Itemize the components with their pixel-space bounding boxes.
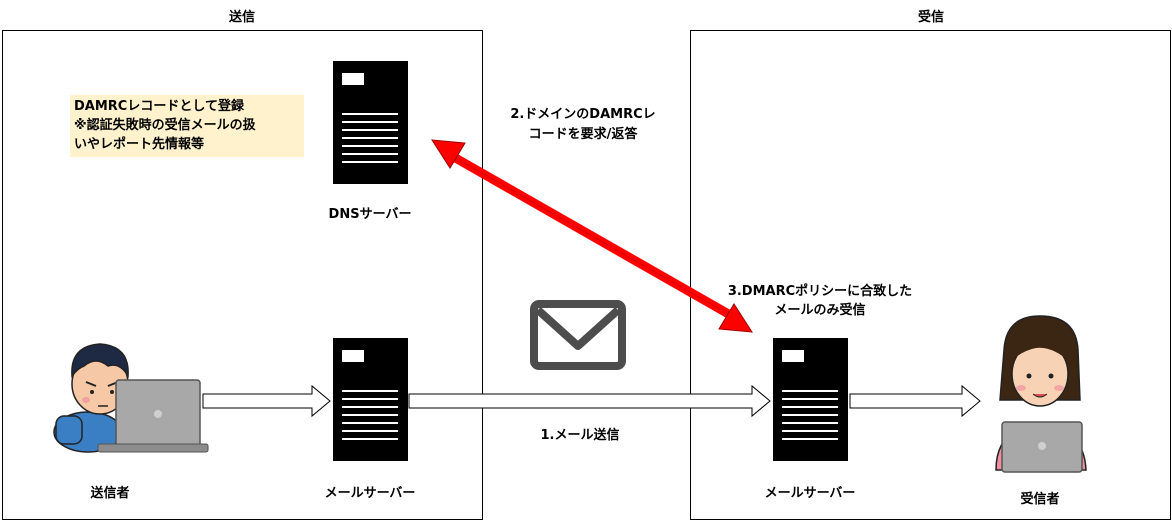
sender-mail-server-label: メールサーバー: [324, 486, 416, 501]
dns-query-label: 2.ドメインのDAMRCレ コードを要求/返答: [478, 105, 688, 145]
policy-receive-label: 3.DMARCポリシーに合致した メールのみ受信: [700, 282, 940, 320]
policy-receive-label-line-2: メールのみ受信: [774, 303, 866, 318]
send-zone-title: 送信: [228, 10, 255, 25]
arrow-mailserver-to-receiver: [849, 384, 981, 418]
sender-mail-server-icon: [333, 338, 408, 461]
dns-query-arrow: [431, 139, 753, 333]
arrow-sender-to-mailserver: [202, 384, 331, 418]
dmarc-record-note: DAMRCレコードとして登録 ※認証失敗時の受信メールの扱 いやレポート先情報等: [70, 95, 304, 157]
dns-server-icon: [333, 61, 408, 184]
dns-query-label-line-1: 2.ドメインのDAMRCレ: [510, 107, 656, 122]
arrow-mail-send: [408, 384, 771, 418]
dns-server-label: DNSサーバー: [328, 207, 412, 222]
note-line-3: いやレポート先情報等: [74, 137, 205, 152]
send-mail-label: 1.メール送信: [540, 428, 620, 443]
sender-label: 送信者: [90, 486, 130, 501]
note-line-1: DAMRCレコードとして登録: [74, 99, 244, 114]
note-line-2: ※認証失敗時の受信メールの扱: [74, 118, 256, 133]
dns-query-label-line-2: コードを要求/返答: [528, 127, 638, 142]
envelope-icon: [530, 300, 626, 370]
receiver-label: 受信者: [1020, 492, 1060, 507]
receiver-mail-server-label: メールサーバー: [764, 486, 856, 501]
policy-receive-label-line-1: 3.DMARCポリシーに合致した: [727, 284, 913, 299]
receive-zone: [690, 30, 1171, 520]
sender-person-icon: [53, 343, 209, 453]
receiver-person-icon: [995, 315, 1087, 473]
receiver-mail-server-icon: [773, 338, 848, 461]
receive-zone-title: 受信: [917, 10, 944, 25]
